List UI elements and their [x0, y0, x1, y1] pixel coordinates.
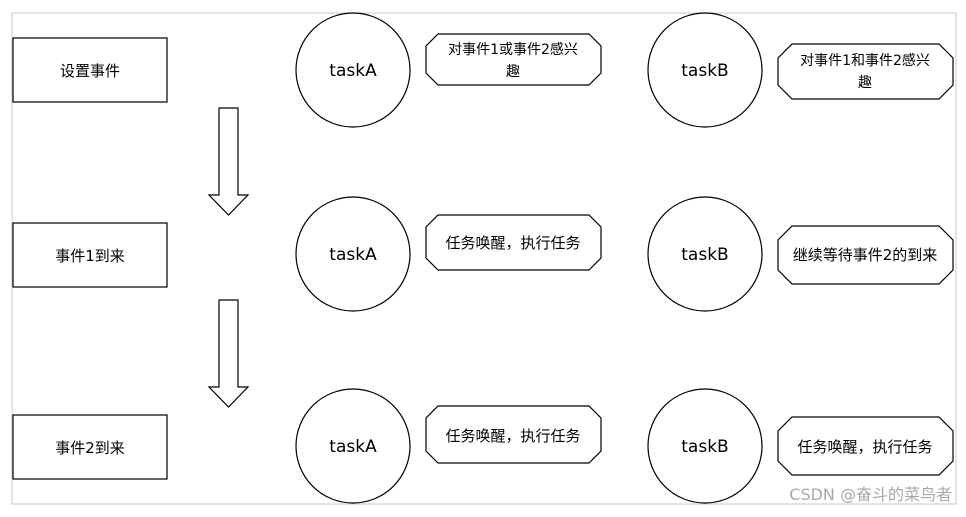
task-a-note-3: 任务唤醒，执行任务 — [425, 405, 602, 464]
task-label: taskA — [329, 437, 377, 457]
diagram-border — [11, 12, 957, 505]
task-b-note-1: 对事件1和事件2感兴 趣 — [777, 43, 954, 100]
note-line: 任务唤醒，执行任务 — [445, 234, 580, 252]
task-a-node-2: taskA — [295, 196, 411, 312]
task-b-note-2: 继续等待事件2的到来 — [777, 225, 954, 285]
task-label: taskB — [681, 61, 728, 81]
task-label: taskB — [681, 437, 728, 457]
note-line: 任务唤醒，执行任务 — [445, 427, 580, 445]
note-line: 任务唤醒，执行任务 — [797, 438, 932, 456]
task-label: taskA — [329, 61, 377, 81]
watermark-text: CSDN @奋斗的菜鸟者 — [789, 485, 952, 504]
event-box-set: 设置事件 — [12, 37, 168, 103]
note-line: 对事件1或事件2感兴 — [448, 41, 578, 58]
task-label: taskA — [329, 245, 377, 265]
task-b-node-3: taskB — [647, 388, 763, 504]
down-arrow-2 — [207, 299, 250, 408]
task-a-note-1: 对事件1或事件2感兴 趣 — [425, 33, 602, 86]
down-arrow-1 — [207, 107, 250, 216]
event-label: 设置事件 — [60, 62, 120, 80]
task-b-note-3: 任务唤醒，执行任务 — [777, 416, 954, 476]
note-line: 对事件1和事件2感兴 — [800, 52, 930, 69]
task-a-node-1: taskA — [295, 12, 411, 128]
note-line: 趣 — [858, 75, 872, 91]
task-a-node-3: taskA — [295, 388, 411, 504]
task-label: taskB — [681, 245, 728, 265]
task-b-node-1: taskB — [647, 12, 763, 128]
event-label: 事件1到来 — [55, 247, 125, 265]
event-box-event2: 事件2到来 — [12, 414, 168, 480]
task-a-note-2: 任务唤醒，执行任务 — [425, 214, 602, 271]
event-box-event1: 事件1到来 — [12, 222, 168, 288]
note-line: 趣 — [506, 64, 520, 80]
task-b-node-2: taskB — [647, 196, 763, 312]
note-line: 继续等待事件2的到来 — [793, 246, 938, 264]
event-label: 事件2到来 — [55, 439, 125, 457]
